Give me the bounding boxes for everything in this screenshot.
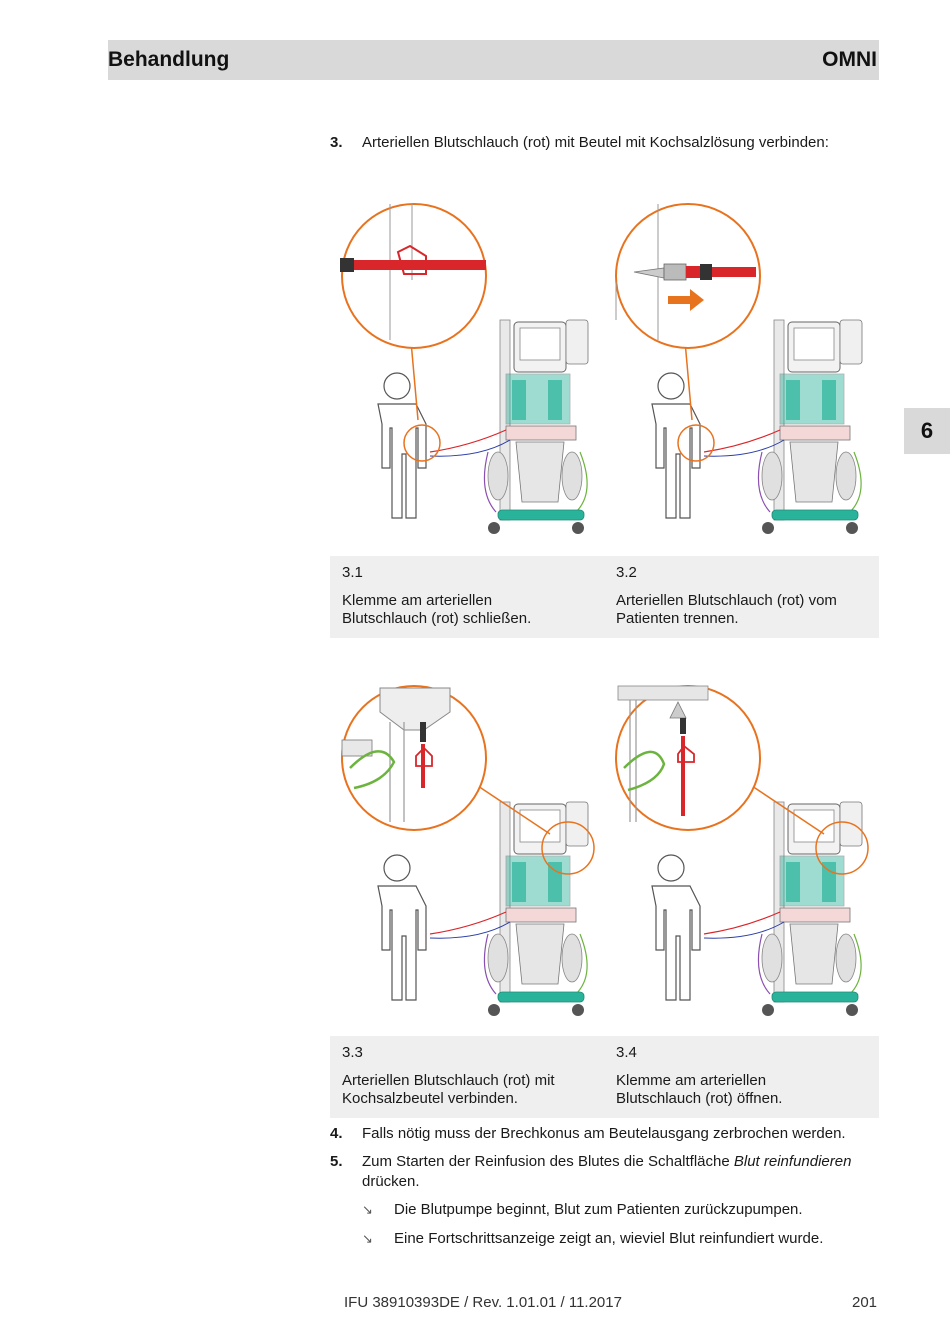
illustration-3-2 — [615, 203, 863, 535]
page-header: Behandlung OMNI — [108, 40, 879, 80]
figure-text: Kochsalzbeutel verbinden. — [342, 1090, 518, 1107]
figure-caption-3-2: 3.2 Arteriellen Blutschlauch (rot) vom P… — [604, 556, 879, 638]
figure-text: Klemme am arteriellen — [342, 592, 493, 609]
figure-text: Klemme am arteriellen — [616, 1072, 767, 1089]
step-text: Falls nötig muss der Brechkonus am Beute… — [362, 1125, 846, 1142]
step-text-part: Zum Starten der Reinfusion des Blutes di… — [362, 1153, 734, 1170]
figure-number: 3.3 — [342, 1044, 363, 1061]
figure-text: Arteriellen Blutschlauch (rot) mit — [342, 1072, 555, 1089]
result-item: ↘ Eine Fortschrittsanzeige zeigt an, wie… — [362, 1229, 862, 1249]
step-text: Zum Starten der Reinfusion des Blutes di… — [362, 1152, 882, 1192]
step-5: 5. Zum Starten der Reinfusion des Blutes… — [330, 1152, 890, 1192]
figure-text: Arteriellen Blutschlauch (rot) vom — [616, 592, 837, 609]
step-number: 5. — [330, 1153, 343, 1170]
figure-number: 3.2 — [616, 564, 637, 581]
step-number: 4. — [330, 1125, 343, 1142]
figure-text: Patienten trennen. — [616, 610, 739, 627]
result-item: ↘ Die Blutpumpe beginnt, Blut zum Patien… — [362, 1200, 862, 1220]
figure-number: 3.1 — [342, 564, 363, 581]
result-arrow-icon: ↘ — [362, 1231, 373, 1246]
section-title: Behandlung — [108, 48, 230, 71]
illustration-3-4 — [615, 685, 869, 1017]
figure-text: Blutschlauch (rot) schließen. — [342, 610, 532, 627]
figure-number: 3.4 — [616, 1044, 637, 1061]
page-number: 201 — [852, 1294, 878, 1311]
step-3: 3. Arteriellen Blutschlauch (rot) mit Be… — [330, 133, 870, 153]
figure-caption-3-3: 3.3 Arteriellen Blutschlauch (rot) mit K… — [330, 1036, 604, 1118]
figure-caption-3-4: 3.4 Klemme am arteriellen Blutschlauch (… — [604, 1036, 879, 1118]
result-text: Die Blutpumpe beginnt, Blut zum Patiente… — [394, 1201, 803, 1218]
figure-text: Blutschlauch (rot) öffnen. — [616, 1090, 783, 1107]
illustration-3-3 — [341, 685, 595, 1017]
product-name: OMNI — [822, 48, 877, 71]
result-arrow-icon: ↘ — [362, 1202, 373, 1217]
step-number: 3. — [330, 134, 343, 151]
step-4: 4. Falls nötig muss der Brechkonus am Be… — [330, 1124, 890, 1144]
result-text: Eine Fortschrittsanzeige zeigt an, wievi… — [394, 1230, 824, 1247]
figure-caption-3-1: 3.1 Klemme am arteriellen Blutschlauch (… — [330, 556, 604, 638]
illustration-3-1 — [340, 203, 589, 535]
step-text-part: drücken. — [362, 1173, 420, 1190]
step-text: Arteriellen Blutschlauch (rot) mit Beute… — [362, 134, 829, 151]
chapter-tab: 6 — [904, 408, 950, 454]
button-reference: Blut reinfundieren — [733, 1153, 852, 1170]
document-reference: IFU 38910393DE / Rev. 1.01.01 / 11.2017 — [344, 1294, 622, 1311]
